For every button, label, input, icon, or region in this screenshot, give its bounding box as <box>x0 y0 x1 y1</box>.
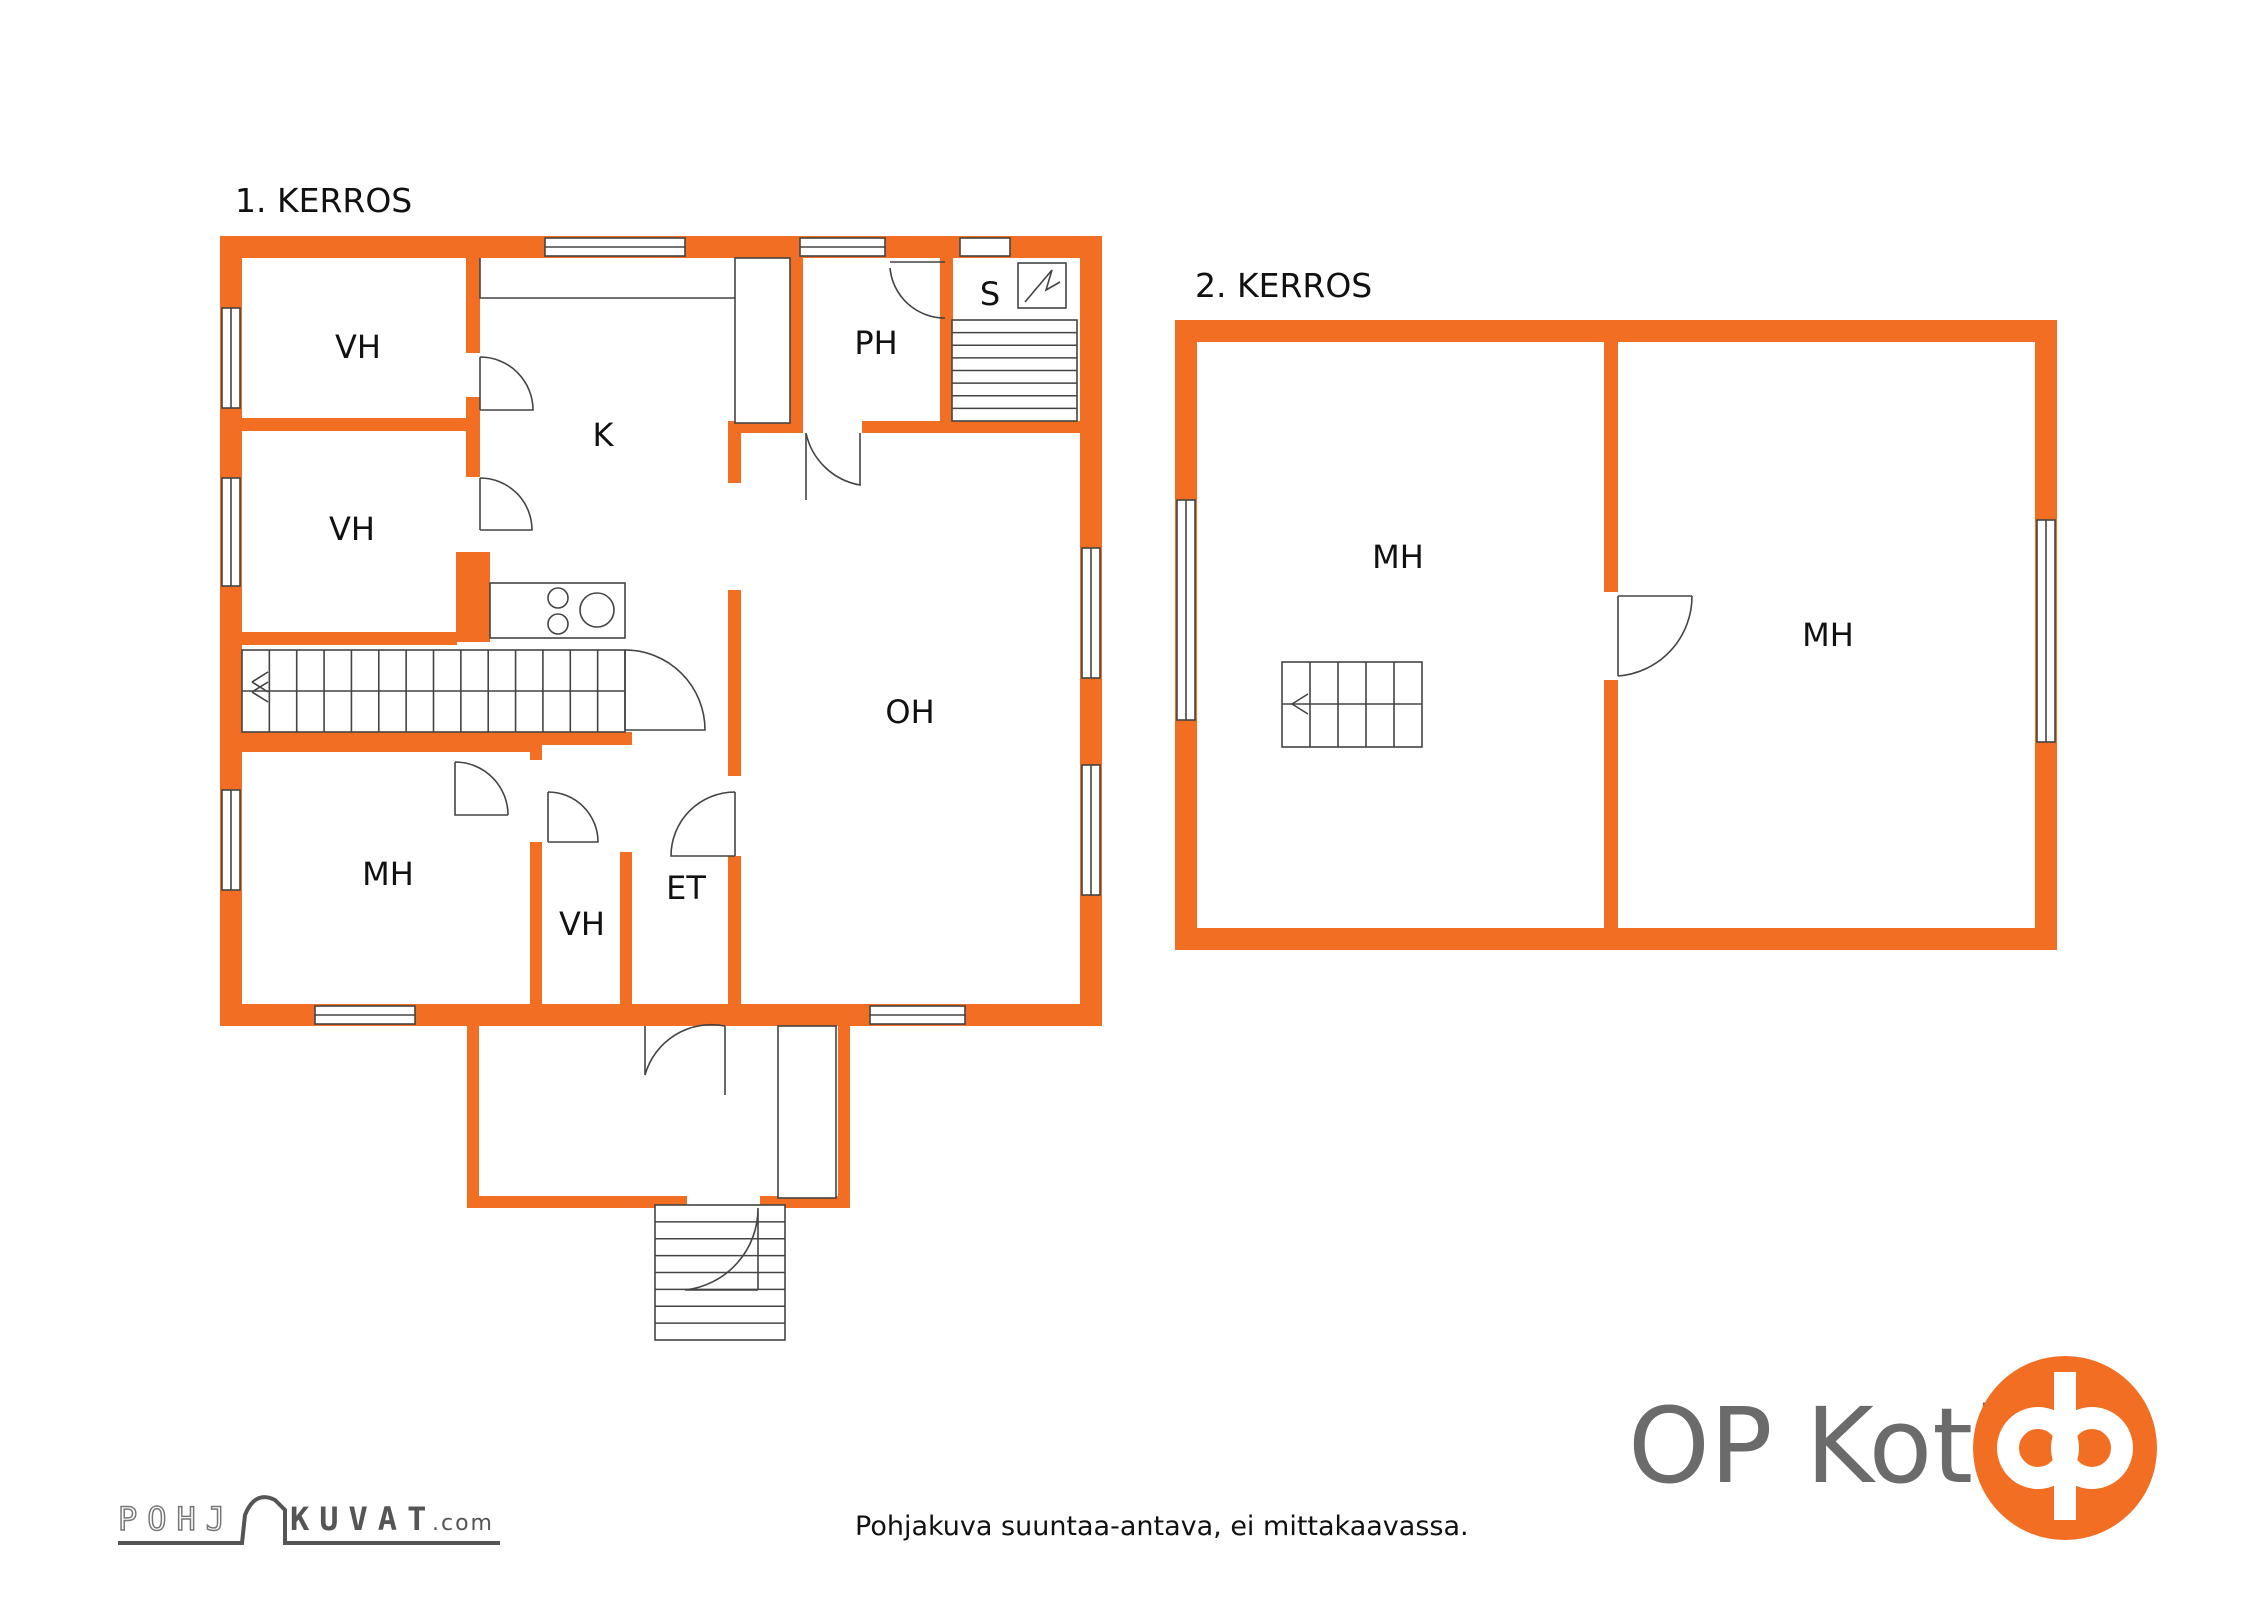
watermark-suffix: .com <box>432 1511 494 1536</box>
room-et: ET <box>666 869 706 907</box>
floor-1: 1. KERROS <box>220 181 1102 1341</box>
brand-block: OP Koti <box>1628 1356 2157 1540</box>
floor-2-title: 2. KERROS <box>1195 266 1372 305</box>
floor-2-rooms: MH MH <box>1372 538 1854 654</box>
room-vh-3: VH <box>559 905 605 943</box>
stairs-floor-1 <box>241 319 1078 1341</box>
watermark: POHJ KUVAT .com <box>117 1495 500 1545</box>
room-oh: OH <box>885 693 934 731</box>
room-s: S <box>980 275 1000 313</box>
floor-2: 2. KERROS MH MH <box>1175 266 2057 950</box>
kitchen-fixtures <box>479 257 1067 639</box>
disclaimer: Pohjakuva suuntaa-antava, ei mittakaavas… <box>855 1511 1469 1542</box>
floor-1-doors <box>454 261 946 1291</box>
floor-2-walls <box>1175 320 2057 950</box>
room-k: K <box>593 416 615 454</box>
watermark-left: POHJ <box>118 1500 235 1538</box>
floor-1-windows <box>221 237 1101 1025</box>
room-vh-2: VH <box>329 510 375 548</box>
floor-1-title: 1. KERROS <box>235 181 412 220</box>
room-mh-2: MH <box>1372 538 1424 576</box>
room-vh-1: VH <box>335 328 381 366</box>
watermark-right: KUVAT <box>290 1500 436 1538</box>
floor-1-rooms: VH VH K PH S OH MH VH ET <box>329 275 1000 943</box>
room-mh-3: MH <box>1802 616 1854 654</box>
floor-2-windows <box>1176 499 2056 743</box>
op-logo-icon <box>1973 1356 2157 1540</box>
floor-2-fixtures <box>1281 595 1693 748</box>
room-mh-1: MH <box>362 855 414 893</box>
brand-name: OP Koti <box>1628 1385 2002 1507</box>
stove-icon <box>489 582 626 639</box>
room-ph: PH <box>854 324 897 362</box>
